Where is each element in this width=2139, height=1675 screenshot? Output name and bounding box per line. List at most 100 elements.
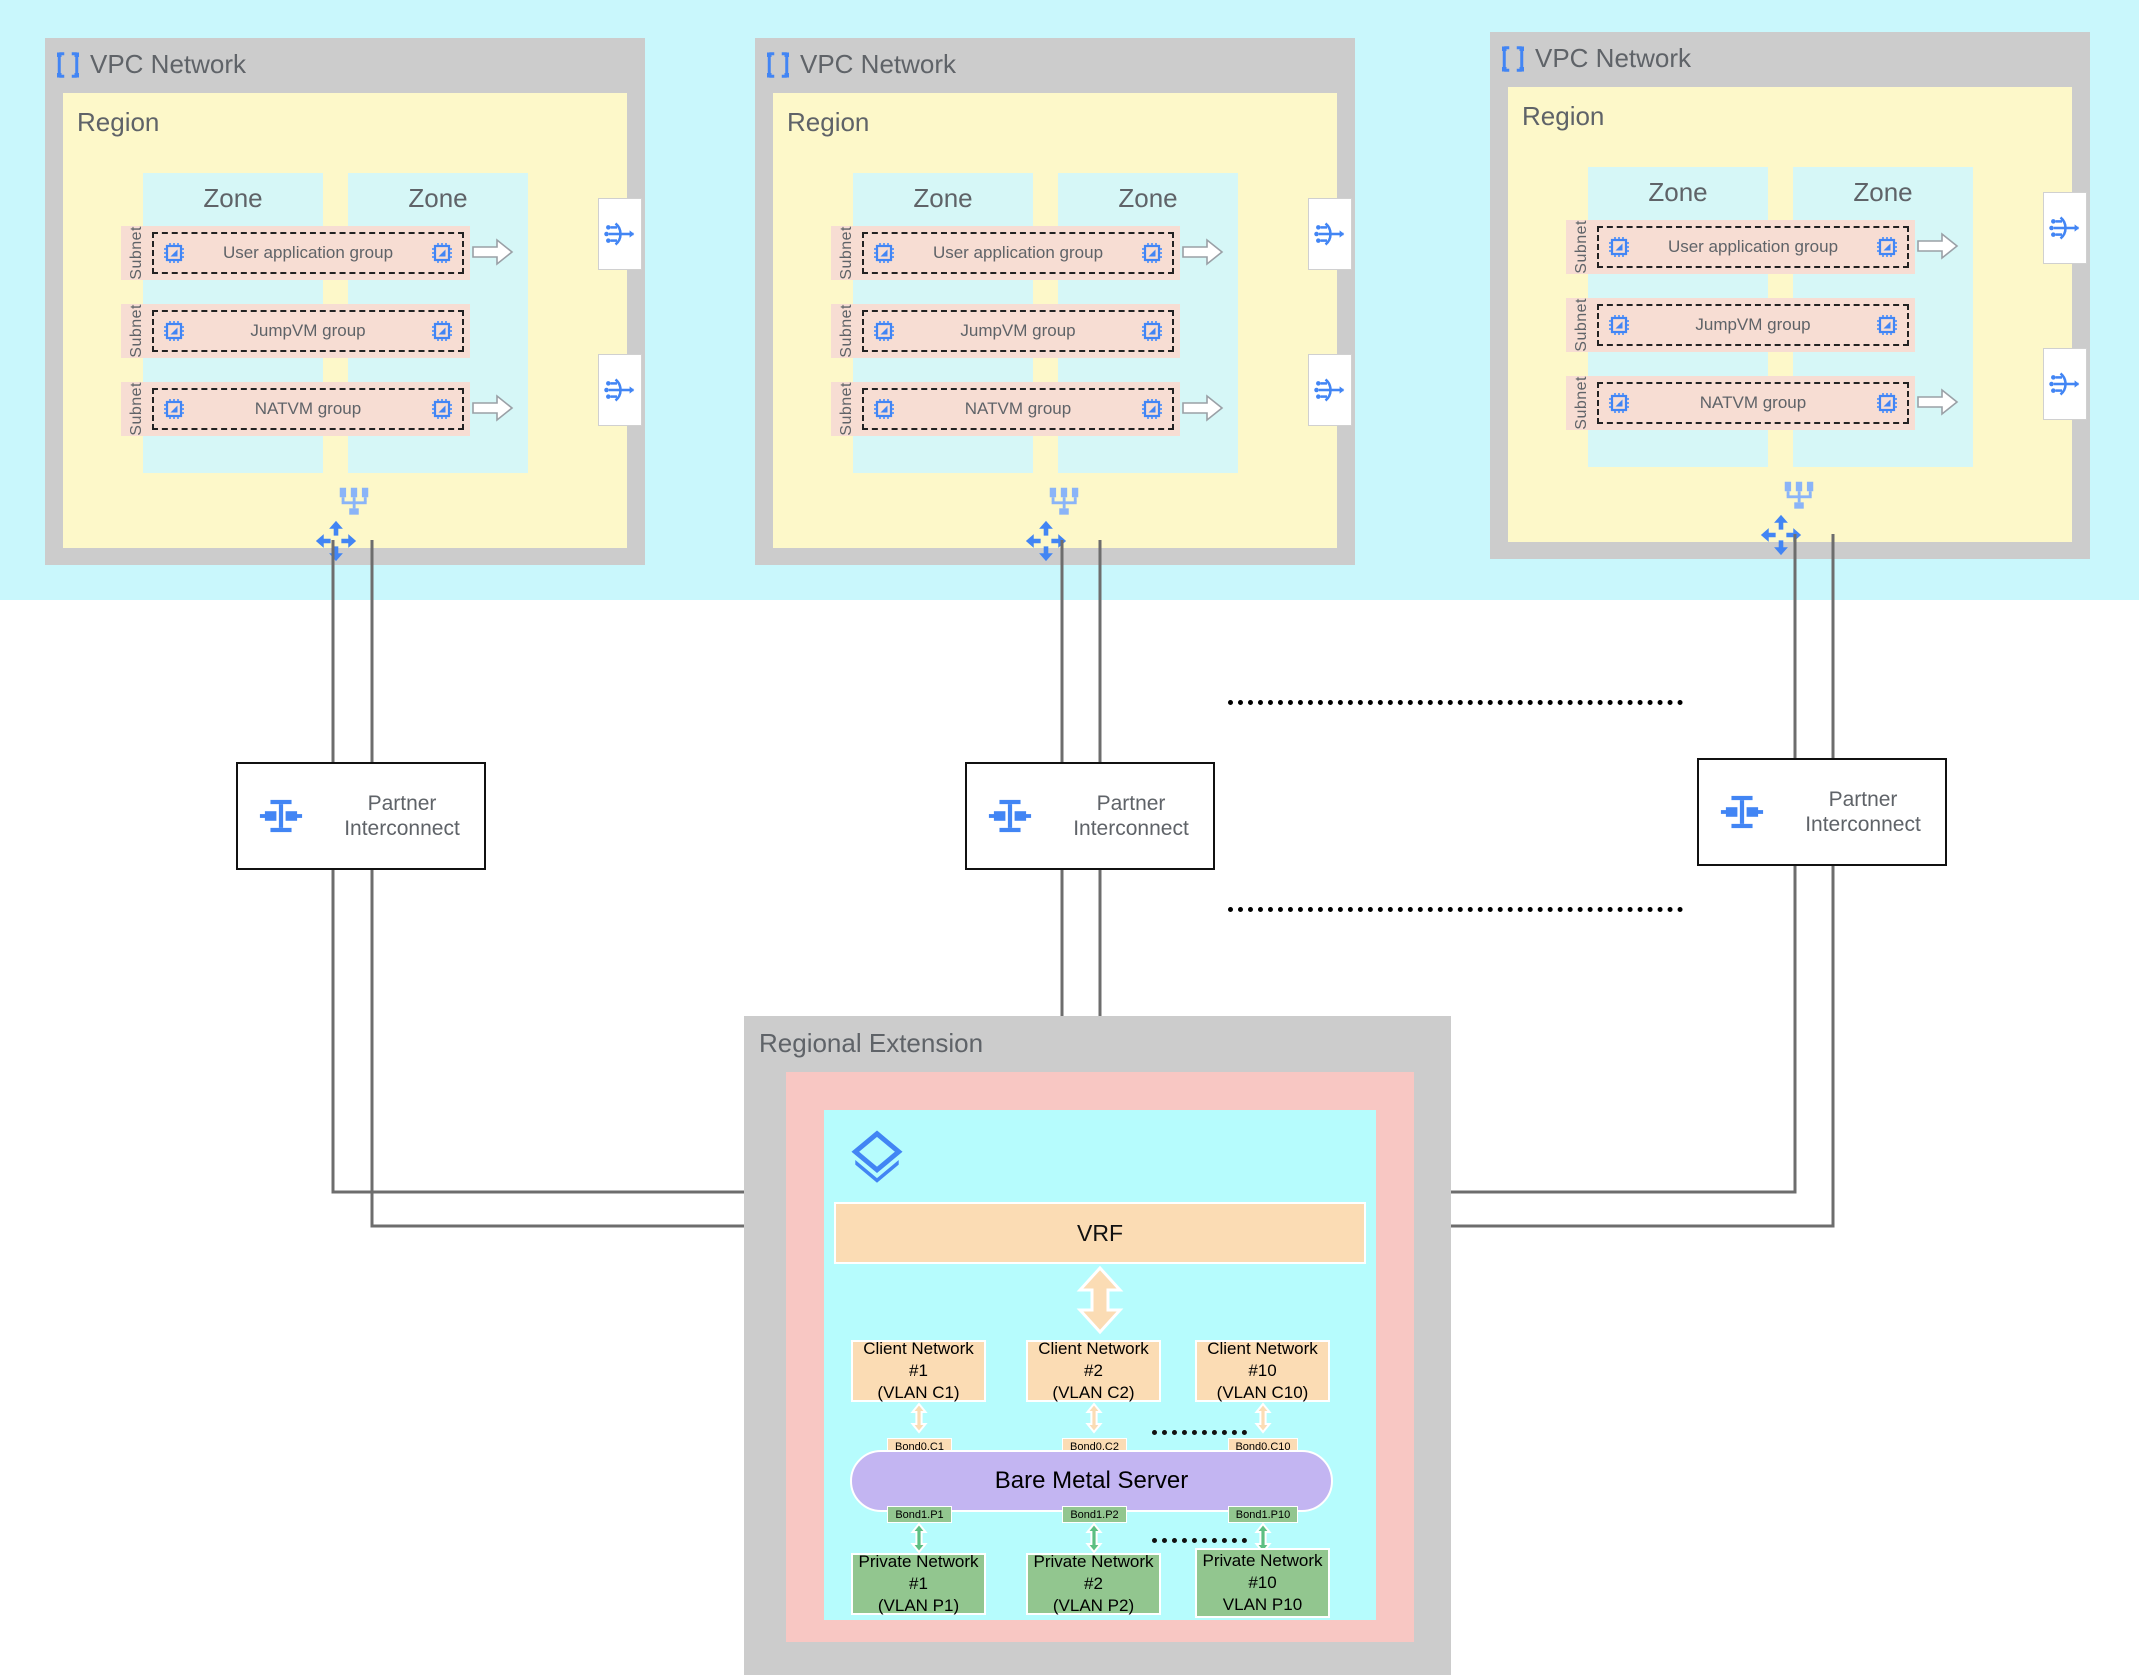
vm-chip-icon <box>1607 313 1631 337</box>
regional-extension-cyan-layer: VRF Client Network #1 (VLAN C1) Client N… <box>824 1110 1376 1620</box>
zone-label: Zone <box>913 183 973 213</box>
bare-metal-server[interactable]: Bare Metal Server <box>850 1450 1333 1512</box>
vm-chip-icon <box>1140 241 1164 265</box>
vpc-network-icon <box>53 50 83 80</box>
private-network-2[interactable]: Private Network #2 (VLAN P2) <box>1026 1552 1161 1615</box>
client-network-vlan: (VLAN C10) <box>1216 1383 1309 1402</box>
instance-group-box[interactable]: User application group <box>1597 226 1909 268</box>
instance-group-label: JumpVM group <box>1695 315 1811 334</box>
instance-group-box[interactable]: JumpVM group <box>1597 304 1909 346</box>
subnet-row-user-app[interactable]: Subnet User application group <box>121 226 470 280</box>
traffic-arrow-icon <box>472 238 514 266</box>
vm-chip-icon <box>1140 319 1164 343</box>
private-network-10[interactable]: Private Network #10 VLAN P10 <box>1195 1548 1330 1618</box>
vpc-network-1[interactable]: VPC Network Region Zone Zone Subnet User… <box>45 38 645 565</box>
instance-group-box[interactable]: User application group <box>862 232 1174 274</box>
regional-extension[interactable]: Regional Extension VRF <box>744 1016 1451 1675</box>
partner-interconnect-label: Partner Interconnect <box>1781 787 1945 837</box>
subnet-row-user-app[interactable]: Subnet User application group <box>1566 220 1915 274</box>
instance-group-label: NATVM group <box>1699 393 1807 412</box>
private-network-vlan: (VLAN P1) <box>877 1596 960 1615</box>
subnet-row-natvm[interactable]: Subnet NATVM group <box>121 382 470 436</box>
vpc-network-icon <box>763 50 793 80</box>
private-bond-arrow-1 <box>910 1522 928 1554</box>
vpc-topology-icon <box>1780 477 1818 515</box>
partner-interconnect-label: Partner Interconnect <box>320 791 484 841</box>
vrf-to-client-arrow <box>1074 1265 1126 1335</box>
vpc-network-3[interactable]: VPC Network Region Zone Zone Subnet User… <box>1490 32 2090 559</box>
vrf-box[interactable]: VRF <box>834 1202 1366 1264</box>
instance-group-label: NATVM group <box>964 399 1072 418</box>
vm-chip-icon <box>430 319 454 343</box>
vpc-topology-icon <box>335 483 373 521</box>
subnet-row-user-app[interactable]: Subnet User application group <box>831 226 1180 280</box>
private-network-name: Private Network #1 <box>858 1552 979 1593</box>
subnet-row-jumpvm[interactable]: Subnet JumpVM group <box>121 304 470 358</box>
vm-chip-icon <box>430 397 454 421</box>
instance-group-label: JumpVM group <box>960 321 1076 340</box>
vpc-network-title: VPC Network <box>90 49 247 79</box>
private-network-1[interactable]: Private Network #1 (VLAN P1) <box>851 1552 986 1615</box>
subnet-row-natvm[interactable]: Subnet NATVM group <box>831 382 1180 436</box>
zone-label: Zone <box>203 183 263 213</box>
cloud-nat-box-2a[interactable] <box>1308 198 1352 270</box>
cloud-nat-box-2b[interactable] <box>1308 354 1352 426</box>
traffic-arrow-icon <box>1182 238 1224 266</box>
pi-line2: Interconnect <box>1073 817 1189 840</box>
vm-chip-icon <box>162 241 186 265</box>
vm-chip-icon <box>872 241 896 265</box>
private-ellipsis <box>1152 1538 1247 1543</box>
instance-group-box[interactable]: NATVM group <box>1597 382 1909 424</box>
private-network-name: Private Network #2 <box>1033 1552 1154 1593</box>
instance-group-box[interactable]: User application group <box>152 232 464 274</box>
bare-metal-solution-icon <box>846 1128 908 1190</box>
bond-label-p10: Bond1.P10 <box>1228 1506 1298 1523</box>
traffic-arrow-icon <box>1917 232 1959 260</box>
vm-chip-icon <box>872 319 896 343</box>
region-label: Region <box>77 107 160 137</box>
pi-line2: Interconnect <box>344 817 460 840</box>
vm-chip-icon <box>1607 235 1631 259</box>
partner-interconnect-3[interactable]: Partner Interconnect <box>1697 758 1947 866</box>
client-network-vlan: (VLAN C1) <box>877 1383 960 1402</box>
subnet-row-jumpvm[interactable]: Subnet JumpVM group <box>1566 298 1915 352</box>
vpc-network-title: VPC Network <box>800 49 957 79</box>
client-network-10[interactable]: Client Network #10 (VLAN C10) <box>1195 1339 1330 1402</box>
traffic-arrow-icon <box>1182 394 1224 422</box>
traffic-arrow-icon <box>1917 388 1959 416</box>
cloud-nat-box-1b[interactable] <box>598 354 642 426</box>
regional-extension-pink-layer: VRF Client Network #1 (VLAN C1) Client N… <box>786 1072 1414 1642</box>
instance-group-label: NATVM group <box>254 399 362 418</box>
cloud-nat-box-3a[interactable] <box>2043 192 2087 264</box>
client-network-name: Client Network #1 <box>863 1339 974 1380</box>
client-bond-arrow-10 <box>1254 1402 1272 1434</box>
cloud-nat-box-3b[interactable] <box>2043 348 2087 420</box>
partner-interconnect-1[interactable]: Partner Interconnect <box>236 762 486 870</box>
vm-chip-icon <box>1140 397 1164 421</box>
client-ellipsis <box>1152 1430 1247 1435</box>
zone-label: Zone <box>408 183 468 213</box>
cloud-nat-box-1a[interactable] <box>598 198 642 270</box>
cloud-router-icon <box>313 518 359 564</box>
region-label: Region <box>1522 101 1605 131</box>
vm-chip-icon <box>162 397 186 421</box>
region-1: Region Zone Zone Subnet User application… <box>63 93 627 548</box>
bond-label-p1: Bond1.P1 <box>887 1506 952 1523</box>
vm-chip-icon <box>1875 313 1899 337</box>
instance-group-box[interactable]: JumpVM group <box>862 310 1174 352</box>
traffic-arrow-icon <box>472 394 514 422</box>
instance-group-box[interactable]: NATVM group <box>152 388 464 430</box>
instance-group-box[interactable]: NATVM group <box>862 388 1174 430</box>
vm-chip-icon <box>430 241 454 265</box>
vpc-network-2[interactable]: VPC Network Region Zone Zone Subnet User… <box>755 38 1355 565</box>
client-network-2[interactable]: Client Network #2 (VLAN C2) <box>1026 1339 1161 1402</box>
instance-group-box[interactable]: JumpVM group <box>152 310 464 352</box>
subnet-row-jumpvm[interactable]: Subnet JumpVM group <box>831 304 1180 358</box>
ellipsis-upper <box>1228 700 1683 705</box>
client-network-1[interactable]: Client Network #1 (VLAN C1) <box>851 1339 986 1402</box>
subnet-row-natvm[interactable]: Subnet NATVM group <box>1566 376 1915 430</box>
partner-interconnect-2[interactable]: Partner Interconnect <box>965 762 1215 870</box>
private-network-name: Private Network #10 <box>1202 1551 1323 1592</box>
partner-interconnect-icon <box>258 793 304 839</box>
instance-group-label: User application group <box>222 243 394 262</box>
